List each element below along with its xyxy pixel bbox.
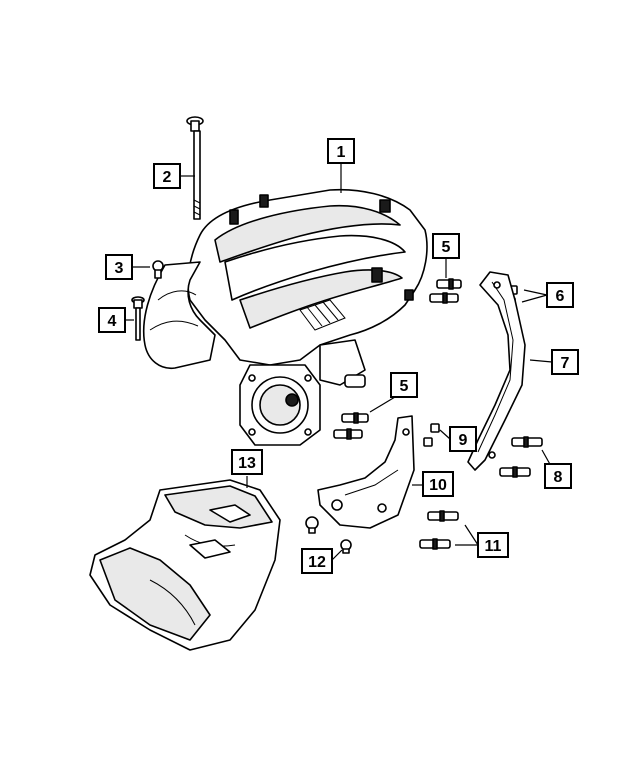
callout-1: 1 <box>327 138 355 164</box>
stud-bottom-part <box>419 510 459 550</box>
callout-13: 13 <box>231 449 263 475</box>
callout-3: 3 <box>105 254 133 280</box>
callout-2: 2 <box>153 163 181 189</box>
callout-4-label: 4 <box>108 313 117 330</box>
callout-6-label: 6 <box>556 288 565 305</box>
long-bracket-part <box>467 271 526 471</box>
bracket-part <box>317 415 415 529</box>
callout-1-label: 1 <box>337 144 346 161</box>
insulator-cover-part <box>89 479 281 651</box>
stud-lower-part <box>333 412 369 440</box>
callout-5-lower-label: 5 <box>400 378 409 395</box>
callout-7: 7 <box>551 349 579 375</box>
sensor-plug-part <box>152 260 164 279</box>
push-pin-part <box>305 516 352 554</box>
stud-upper-part <box>429 278 462 304</box>
callout-2-label: 2 <box>163 169 172 186</box>
short-bolt-part <box>131 296 145 341</box>
callout-5-upper: 5 <box>432 233 460 259</box>
callout-13-label: 13 <box>238 455 256 472</box>
callout-8-label: 8 <box>554 469 563 486</box>
callout-10: 10 <box>422 471 454 497</box>
callout-9: 9 <box>449 426 477 452</box>
callout-11: 11 <box>477 532 509 558</box>
callout-12: 12 <box>301 548 333 574</box>
callout-12-label: 12 <box>308 554 326 571</box>
callout-9-label: 9 <box>459 432 468 449</box>
stud-right-part <box>499 436 543 478</box>
callout-4: 4 <box>98 307 126 333</box>
callout-7-label: 7 <box>561 355 570 372</box>
callout-11-label: 11 <box>485 538 502 555</box>
long-bolt-part <box>186 116 204 220</box>
callout-6: 6 <box>546 282 574 308</box>
callout-8: 8 <box>544 463 572 489</box>
callout-5-lower: 5 <box>390 372 418 398</box>
intake-manifold-part <box>142 188 428 446</box>
small-nut-part <box>423 423 440 447</box>
callout-10-label: 10 <box>429 477 447 494</box>
callout-5-upper-label: 5 <box>442 239 451 256</box>
callout-3-label: 3 <box>115 260 124 277</box>
